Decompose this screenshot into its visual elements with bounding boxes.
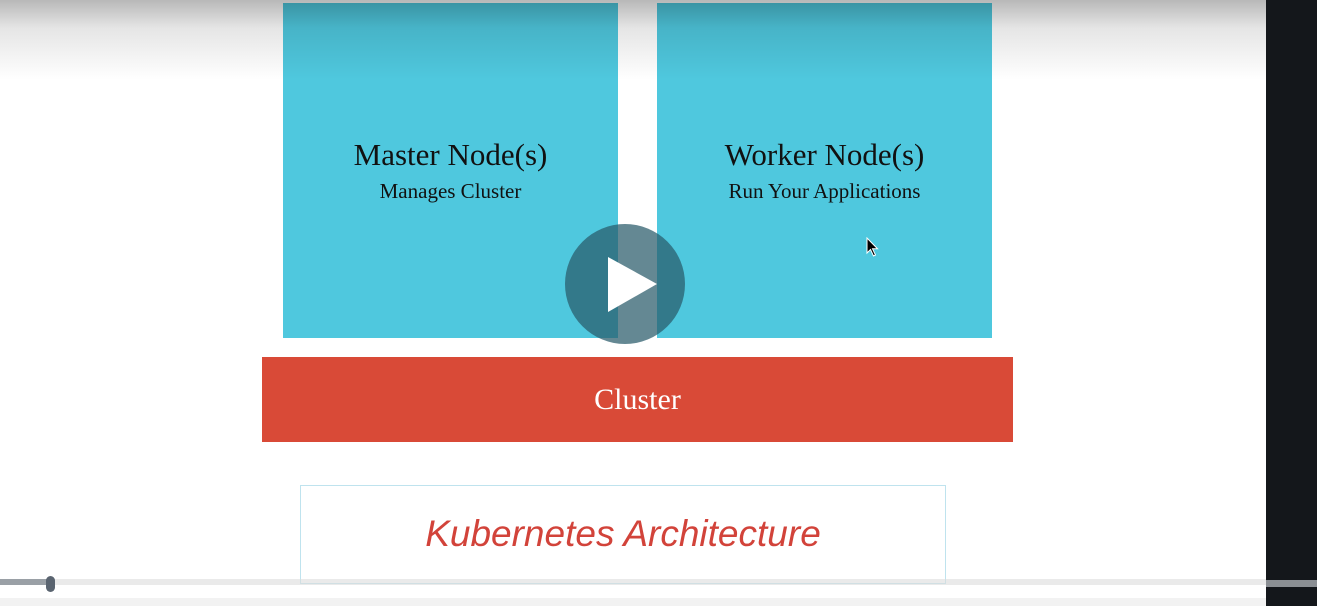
worker-node-subtitle: Run Your Applications: [728, 179, 921, 203]
bottom-strip: [0, 598, 1266, 606]
worker-node-box: Worker Node(s) Run Your Applications: [657, 3, 992, 338]
mouse-cursor-icon: [866, 237, 879, 257]
side-progress-segment: [1266, 580, 1317, 587]
top-gradient-overlay: [0, 0, 1266, 80]
caption-title: Kubernetes Architecture: [425, 513, 821, 554]
master-node-title: Master Node(s): [353, 137, 548, 172]
progress-fill: [0, 579, 51, 585]
master-node-box: Master Node(s) Manages Cluster: [283, 3, 618, 338]
master-node-subtitle: Manages Cluster: [379, 179, 522, 203]
caption-box: Kubernetes Architecture: [300, 485, 946, 584]
play-button[interactable]: [565, 224, 685, 344]
video-player[interactable]: Master Node(s) Manages Cluster Worker No…: [0, 0, 1266, 606]
play-icon: [608, 257, 657, 312]
worker-node-title: Worker Node(s): [724, 137, 925, 172]
side-panel: [1266, 0, 1317, 606]
cluster-bar: Cluster: [262, 357, 1013, 442]
progress-bar[interactable]: [0, 579, 1266, 585]
progress-handle[interactable]: [46, 576, 55, 592]
